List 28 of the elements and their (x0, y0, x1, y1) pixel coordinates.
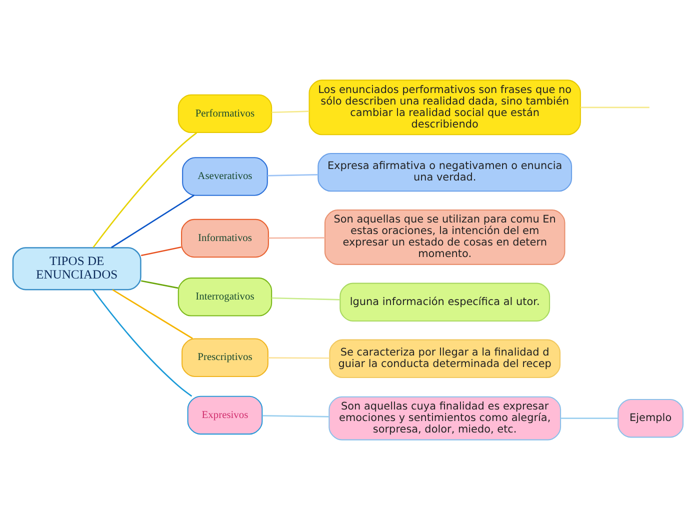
node-box: Prescriptivos (182, 338, 268, 377)
node-box: lguna información específica al utor. (340, 282, 550, 322)
node-box: Se caracteriza por llegar a la finalidad d guiar la conducta determinada del recep (329, 339, 561, 378)
connector (140, 246, 182, 256)
node-box: Expresivos (187, 396, 263, 435)
node-box: Informativos (181, 218, 269, 258)
connector (580, 106, 650, 108)
connector (112, 289, 193, 340)
node-box: Son aquellas que se utilizan para comu En estas oraciones, la intención del em expresar un estado de cosas en detern momento. (324, 209, 566, 265)
node-box: Expresa afirmativa o negativamen o enuncia una verdad. (318, 152, 572, 192)
connector (560, 418, 618, 420)
connector (92, 132, 198, 248)
connector (140, 280, 178, 289)
node-box: Son aquellas cuya finalidad es expresar emociones y sentimientos como alegría, sorpresa, dolor, miedo, etc. (328, 396, 562, 440)
connector (92, 289, 192, 397)
connector (272, 297, 340, 300)
node-box: Ejemplo (618, 398, 684, 438)
connector (111, 194, 194, 248)
connector (272, 110, 310, 114)
connector (267, 174, 318, 176)
connector (268, 237, 325, 239)
connector (262, 415, 329, 418)
node-box: Aseverativos (182, 157, 268, 196)
node-box: TIPOS DE ENUNCIADOS (12, 247, 142, 290)
connector (268, 357, 330, 359)
node-box: Performativos (178, 94, 272, 134)
node-box: Los enunciados performativos son frases que no sólo describen una realidad dada, sino también cambiar la realidad social que están describiendo (308, 80, 581, 136)
node-box: Interrogativos (178, 278, 272, 316)
